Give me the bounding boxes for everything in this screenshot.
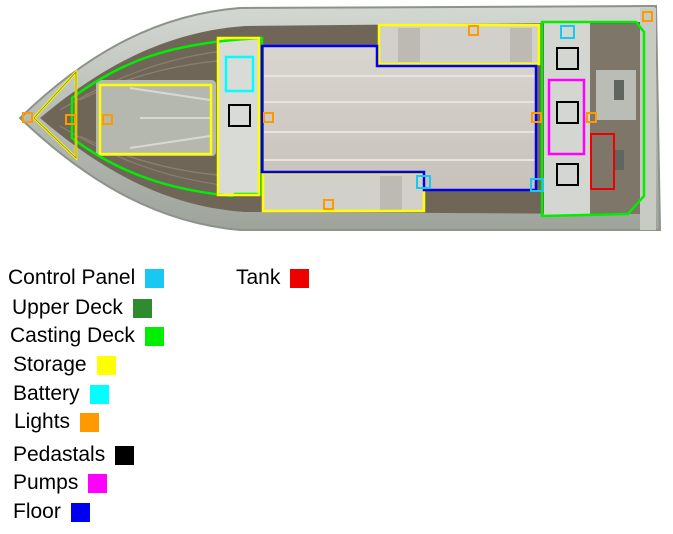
legend-label: Casting Deck bbox=[10, 324, 135, 347]
floor-ribs bbox=[264, 75, 536, 161]
legend-swatch bbox=[145, 268, 165, 288]
bow-planks bbox=[59, 49, 231, 187]
pedestal bbox=[556, 101, 579, 124]
legend-item-pedastals: Pedastals bbox=[13, 443, 135, 467]
battery-box bbox=[224, 55, 255, 93]
control-panel-box bbox=[530, 178, 544, 192]
legend-swatch bbox=[70, 502, 90, 522]
tank-box bbox=[590, 133, 615, 190]
legend-label: Floor bbox=[13, 500, 61, 523]
legend-item-floor: Floor bbox=[13, 500, 90, 524]
legend-label: Upper Deck bbox=[12, 296, 123, 319]
legend-swatch bbox=[115, 445, 135, 465]
control-panel-box bbox=[560, 25, 575, 39]
boat-diagram bbox=[18, 4, 662, 231]
legend-item-lights: Lights bbox=[14, 410, 100, 434]
lights-markers bbox=[22, 11, 653, 210]
legend-label: Lights bbox=[14, 410, 71, 433]
legend-item-storage: Storage bbox=[13, 353, 116, 377]
legend-swatch bbox=[89, 384, 109, 404]
legend-item-tank: Tank bbox=[236, 266, 310, 290]
legend-label: Storage bbox=[13, 353, 87, 376]
front-bench-storage bbox=[216, 36, 261, 197]
pedestal bbox=[556, 163, 579, 186]
legend-swatch bbox=[80, 412, 100, 432]
legend-item-control-panel: Control Panel bbox=[8, 266, 165, 290]
legend-swatch bbox=[132, 298, 152, 318]
legend-swatch bbox=[290, 268, 310, 288]
legend-item-upper-deck: Upper Deck bbox=[12, 296, 152, 320]
legend-swatch bbox=[96, 355, 116, 375]
casting-deck-rear-outline bbox=[540, 20, 646, 218]
legend-label: Control Panel bbox=[8, 266, 136, 289]
legend-label: Tank bbox=[236, 266, 281, 289]
legend-swatch bbox=[88, 473, 108, 493]
legend-item-pumps: Pumps bbox=[13, 471, 108, 495]
legend-item-battery: Battery bbox=[13, 382, 109, 406]
legend-swatch bbox=[144, 326, 164, 346]
legend-item-casting-deck: Casting Deck bbox=[10, 324, 164, 348]
main-floor bbox=[264, 46, 536, 190]
control-panel-box bbox=[416, 175, 431, 189]
bow-deck-ribs bbox=[129, 87, 212, 149]
top-storage bbox=[377, 23, 541, 66]
legend-label: Pumps bbox=[13, 471, 79, 494]
rear-bench bbox=[544, 16, 590, 216]
legend-label: Battery bbox=[13, 382, 80, 405]
bow-storage bbox=[98, 83, 213, 156]
legend-label: Pedastals bbox=[13, 443, 106, 466]
pumps-box bbox=[547, 78, 586, 156]
pedestal bbox=[556, 47, 579, 70]
pedestal bbox=[228, 104, 251, 127]
